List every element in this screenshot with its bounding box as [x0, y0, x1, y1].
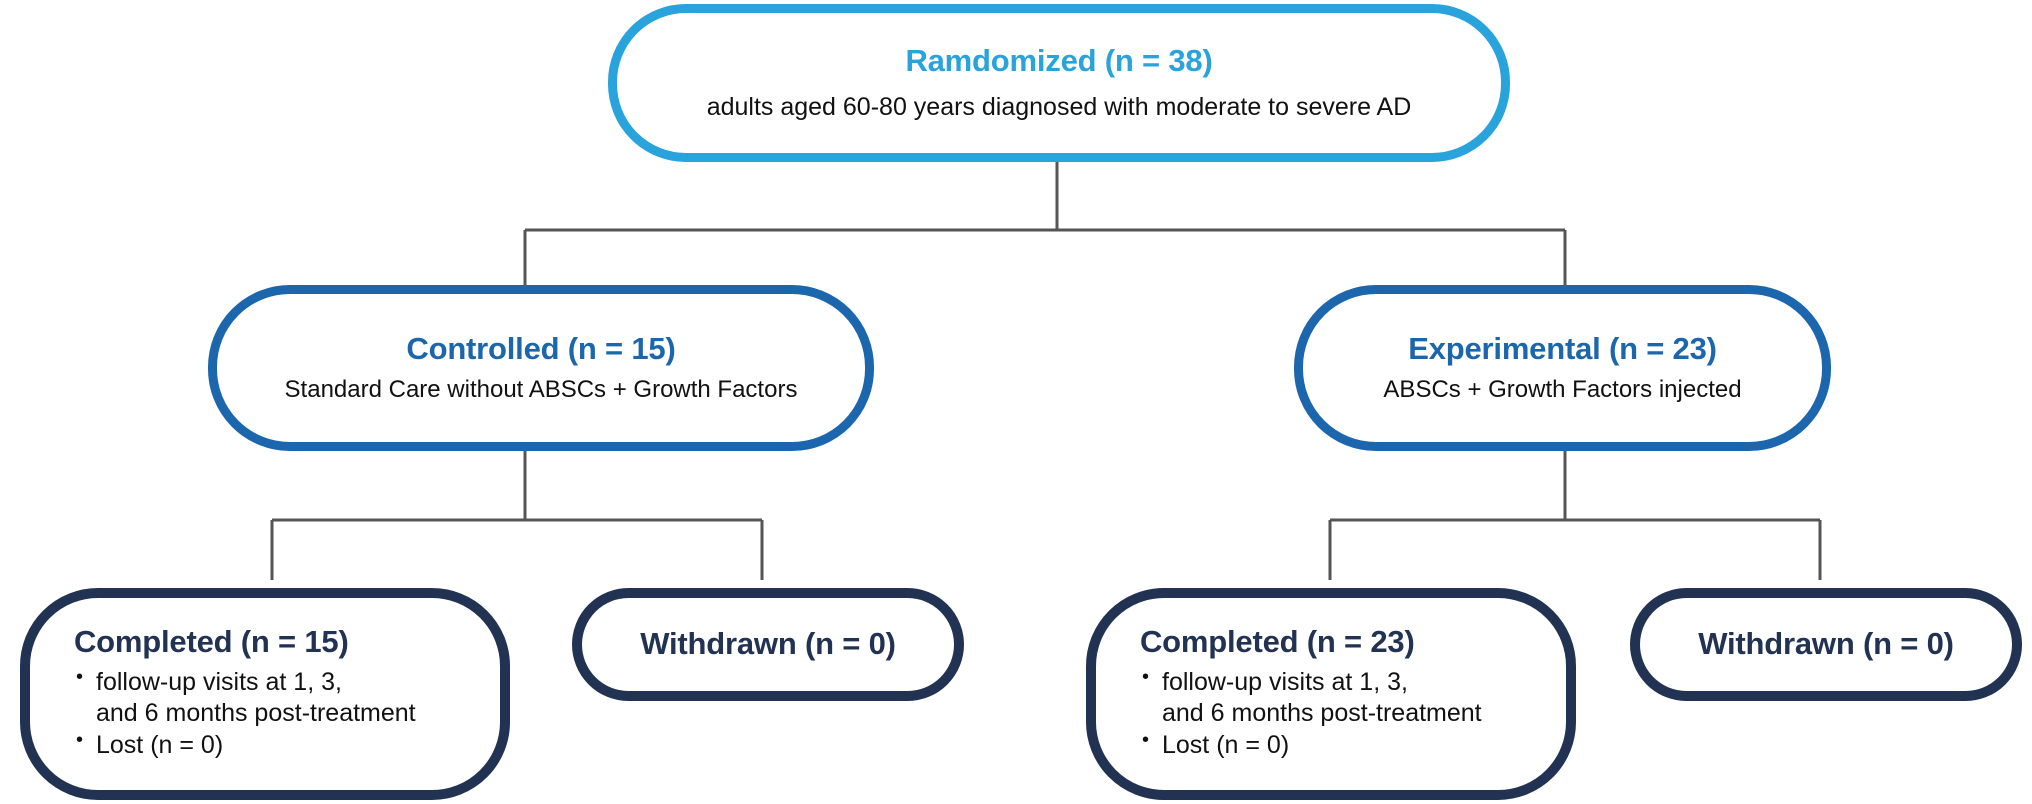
node-withdrawn-experimental-title: Withdrawn (n = 0) [1698, 626, 1954, 662]
list-item: Lost (n = 0) [74, 728, 416, 761]
node-withdrawn-control-title: Withdrawn (n = 0) [640, 626, 896, 662]
list-item: Lost (n = 0) [1140, 728, 1482, 761]
list-item: follow-up visits at 1, 3, and 6 months p… [74, 665, 416, 728]
node-completed-experimental[interactable]: Completed (n = 23) follow-up visits at 1… [1086, 588, 1576, 800]
list-item: follow-up visits at 1, 3, and 6 months p… [1140, 665, 1482, 728]
node-randomized-title: Ramdomized (n = 38) [905, 42, 1213, 78]
node-experimental-title: Experimental (n = 23) [1408, 330, 1717, 366]
node-completed-control[interactable]: Completed (n = 15) follow-up visits at 1… [20, 588, 510, 800]
node-controlled-subtitle: Standard Care without ABSCs + Growth Fac… [284, 375, 798, 403]
node-controlled-title: Controlled (n = 15) [406, 330, 676, 366]
node-randomized[interactable]: Ramdomized (n = 38) adults aged 60-80 ye… [608, 4, 1510, 162]
node-completed-control-bullets: follow-up visits at 1, 3, and 6 months p… [74, 665, 416, 763]
node-completed-experimental-bullets: follow-up visits at 1, 3, and 6 months p… [1140, 665, 1482, 763]
node-experimental[interactable]: Experimental (n = 23) ABSCs + Growth Fac… [1294, 285, 1831, 451]
node-withdrawn-control[interactable]: Withdrawn (n = 0) [572, 588, 964, 701]
node-completed-experimental-title: Completed (n = 23) [1140, 624, 1415, 660]
node-randomized-subtitle: adults aged 60-80 years diagnosed with m… [706, 93, 1412, 122]
node-withdrawn-experimental[interactable]: Withdrawn (n = 0) [1630, 588, 2022, 701]
node-controlled[interactable]: Controlled (n = 15) Standard Care withou… [208, 285, 874, 451]
node-completed-control-title: Completed (n = 15) [74, 624, 349, 660]
node-experimental-subtitle: ABSCs + Growth Factors injected [1383, 375, 1742, 403]
